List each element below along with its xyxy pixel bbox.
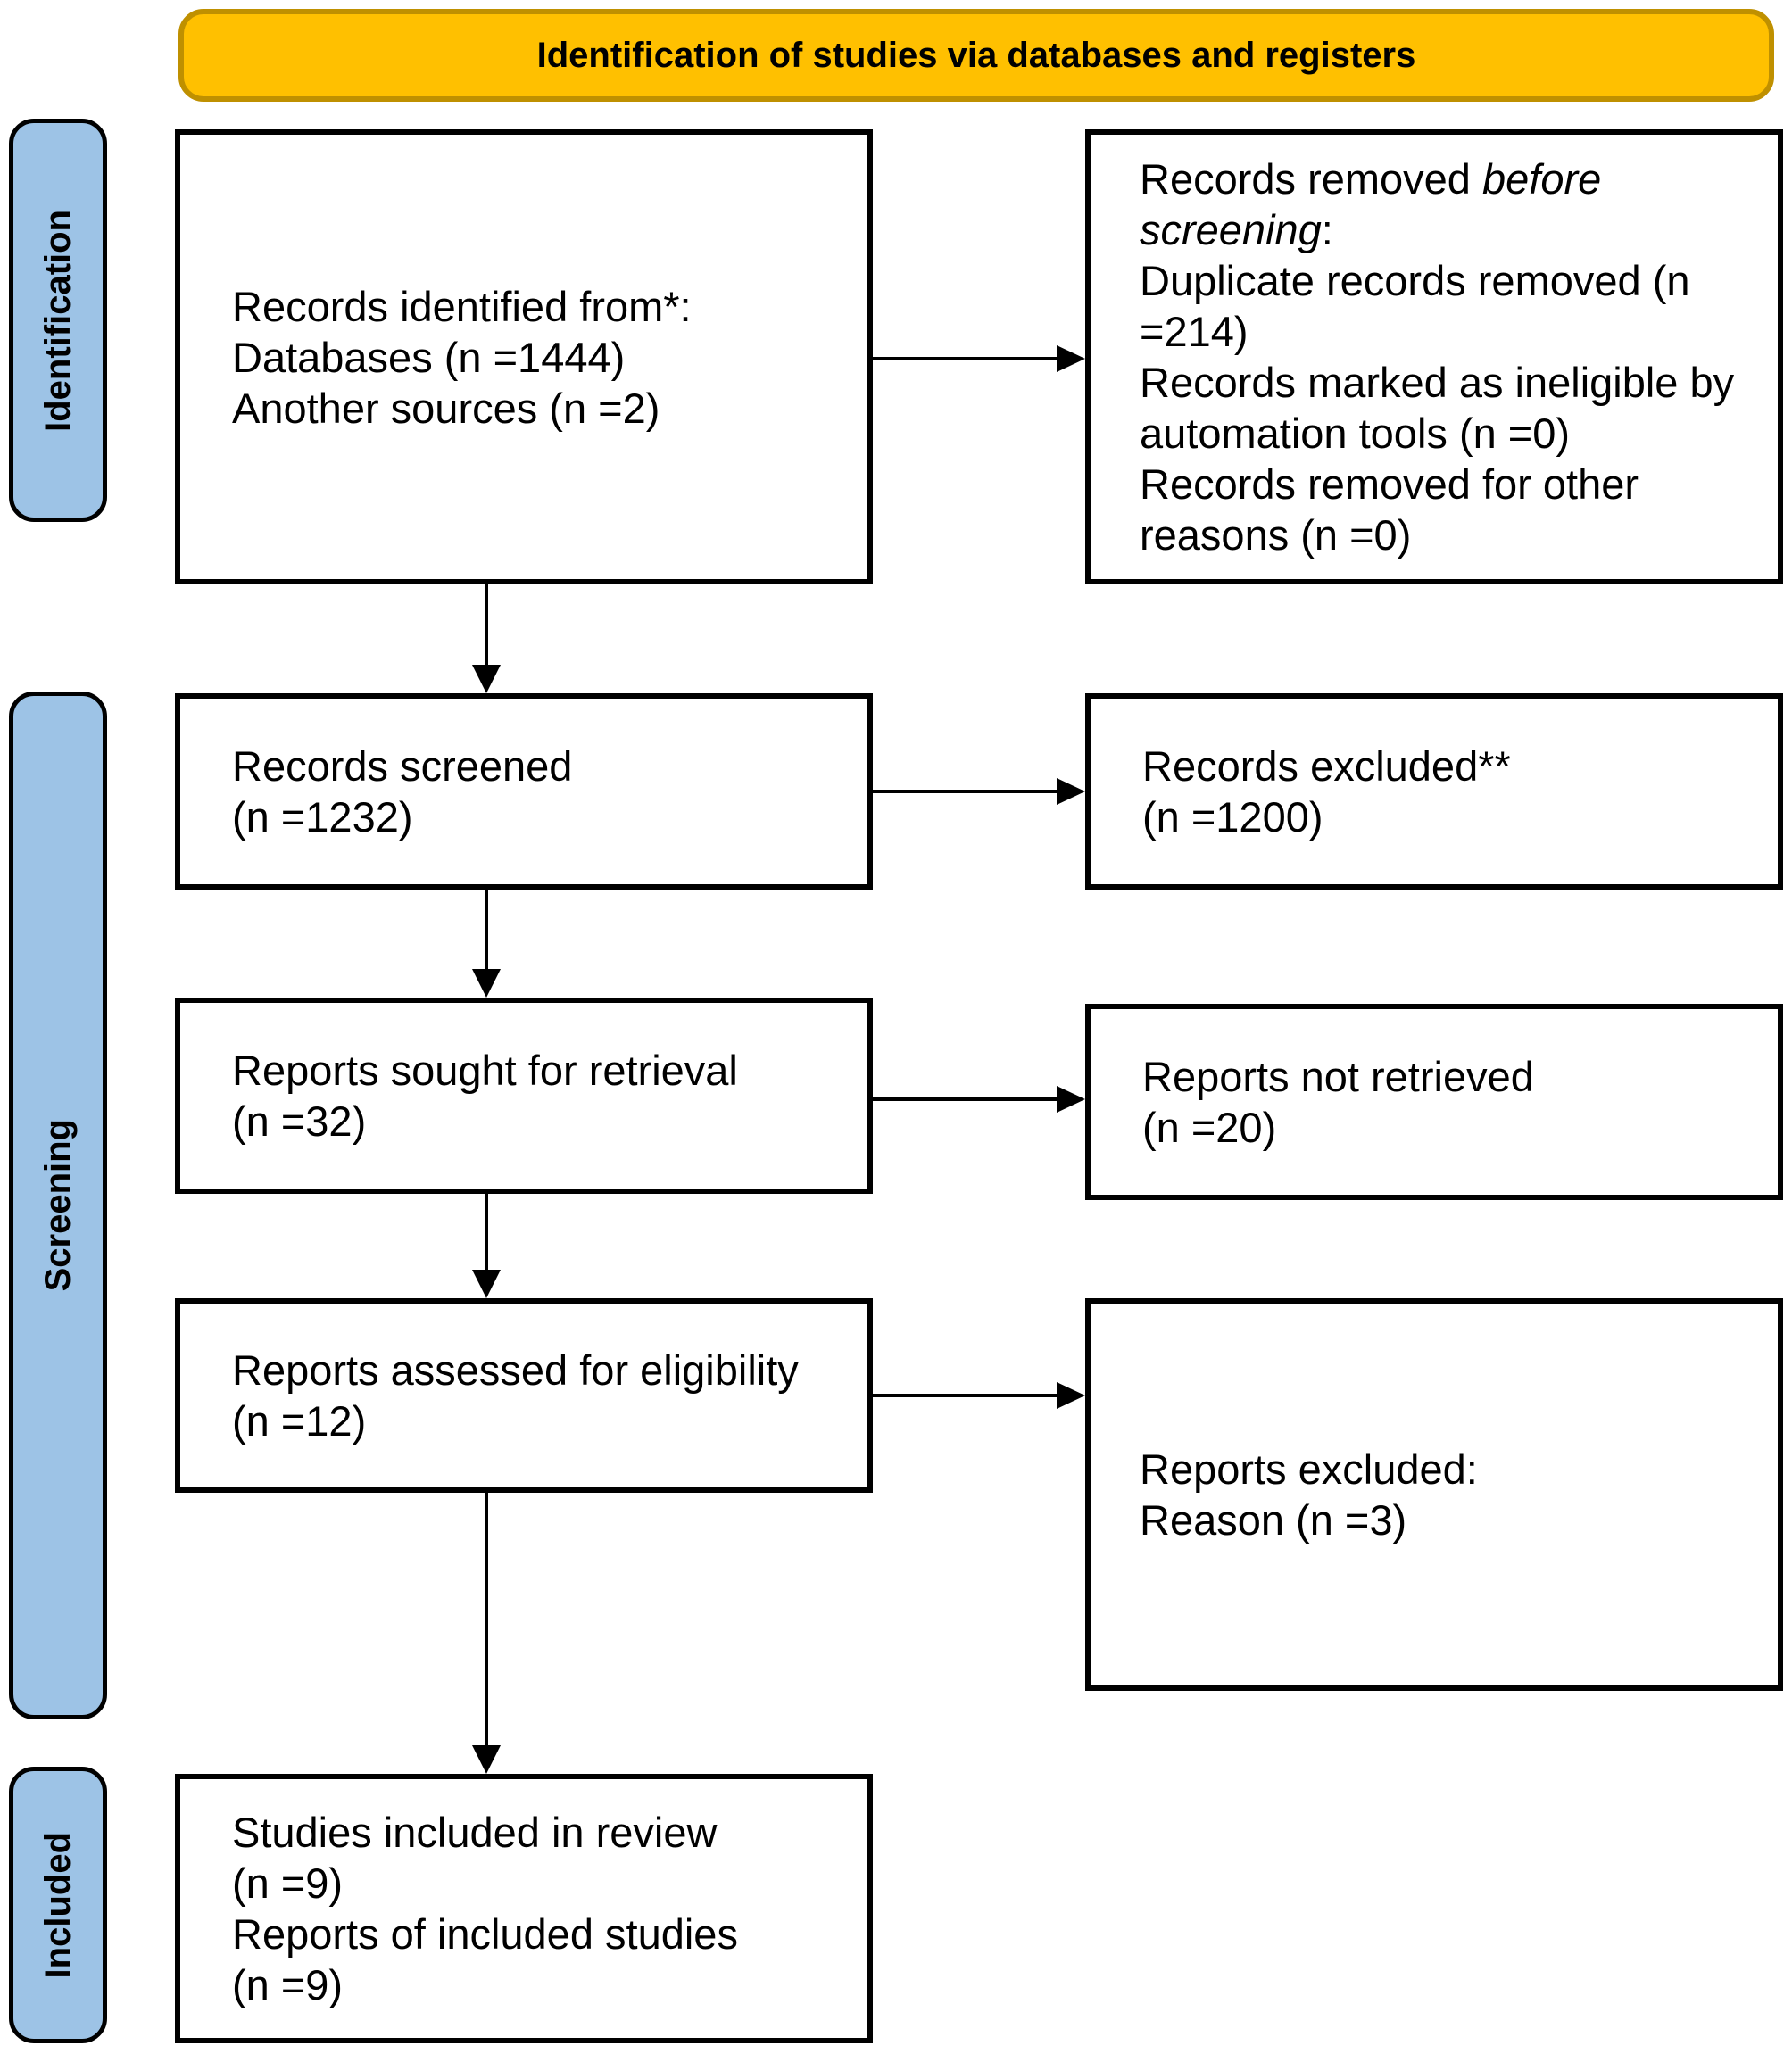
box-reports-sought-text: Reports sought for retrieval (n =32) xyxy=(232,1047,738,1145)
arrow-sought-to-notretrieved-head xyxy=(1057,1086,1085,1113)
records-removed-details: Duplicate records removed (n =214) Recor… xyxy=(1140,257,1735,559)
box-reports-assessed-text: Reports assessed for eligibility (n =12) xyxy=(232,1346,799,1445)
arrow-sought-to-assessed-line xyxy=(485,1194,488,1271)
arrow-assessed-to-included-head xyxy=(472,1745,501,1774)
box-reports-sought: Reports sought for retrieval (n =32) xyxy=(175,998,873,1194)
arrow-assessed-to-excluded-head xyxy=(1057,1382,1085,1409)
arrow-identified-to-screened-line xyxy=(485,584,488,667)
box-records-identified: Records identified from*: Databases (n =… xyxy=(175,129,873,584)
box-records-screened-text: Records screened (n =1232) xyxy=(232,742,573,841)
box-records-excluded-text: Records excluded** (n =1200) xyxy=(1142,742,1511,841)
stage-rail-screening: Screening xyxy=(9,692,107,1719)
arrow-identified-to-removed-line xyxy=(873,357,1058,360)
records-removed-prefix: Records removed xyxy=(1140,155,1482,203)
box-records-removed: Records removed before screening: Duplic… xyxy=(1085,129,1783,584)
box-reports-not-retrieved: Reports not retrieved (n =20) xyxy=(1085,1004,1783,1200)
box-reports-excluded-text: Reports excluded: Reason (n =3) xyxy=(1140,1445,1478,1544)
arrow-assessed-to-excluded-line xyxy=(873,1394,1058,1397)
box-records-screened: Records screened (n =1232) xyxy=(175,693,873,890)
records-removed-italic: before screening xyxy=(1140,155,1602,253)
stage-label-screening: Screening xyxy=(37,1119,78,1292)
diagram-title: Identification of studies via databases … xyxy=(536,35,1416,75)
box-studies-included: Studies included in review (n =9) Report… xyxy=(175,1774,873,2043)
arrow-screened-to-excluded-line xyxy=(873,790,1058,793)
arrow-identified-to-screened-head xyxy=(472,665,501,693)
arrow-assessed-to-included-line xyxy=(485,1493,488,1747)
arrow-identified-to-removed-head xyxy=(1057,345,1085,372)
box-reports-excluded: Reports excluded: Reason (n =3) xyxy=(1085,1298,1783,1691)
box-records-identified-text: Records identified from*: Databases (n =… xyxy=(232,282,692,432)
stage-rail-identification: Identification xyxy=(9,119,107,522)
arrow-sought-to-notretrieved-line xyxy=(873,1097,1058,1101)
stage-rail-included: Included xyxy=(9,1767,107,2043)
box-records-removed-text: Records removed before screening: Duplic… xyxy=(1091,153,1778,560)
stage-label-included: Included xyxy=(37,1831,78,1979)
title-banner: Identification of studies via databases … xyxy=(178,9,1774,102)
box-records-excluded: Records excluded** (n =1200) xyxy=(1085,693,1783,890)
arrow-screened-to-sought-line xyxy=(485,890,488,971)
stage-label-identification: Identification xyxy=(37,209,78,432)
records-removed-colon: : xyxy=(1321,206,1333,253)
box-studies-included-text: Studies included in review (n =9) Report… xyxy=(232,1809,738,2008)
arrow-screened-to-sought-head xyxy=(472,969,501,998)
box-reports-not-retrieved-text: Reports not retrieved (n =20) xyxy=(1142,1053,1534,1151)
box-reports-assessed: Reports assessed for eligibility (n =12) xyxy=(175,1298,873,1493)
arrow-screened-to-excluded-head xyxy=(1057,778,1085,805)
arrow-sought-to-assessed-head xyxy=(472,1270,501,1298)
